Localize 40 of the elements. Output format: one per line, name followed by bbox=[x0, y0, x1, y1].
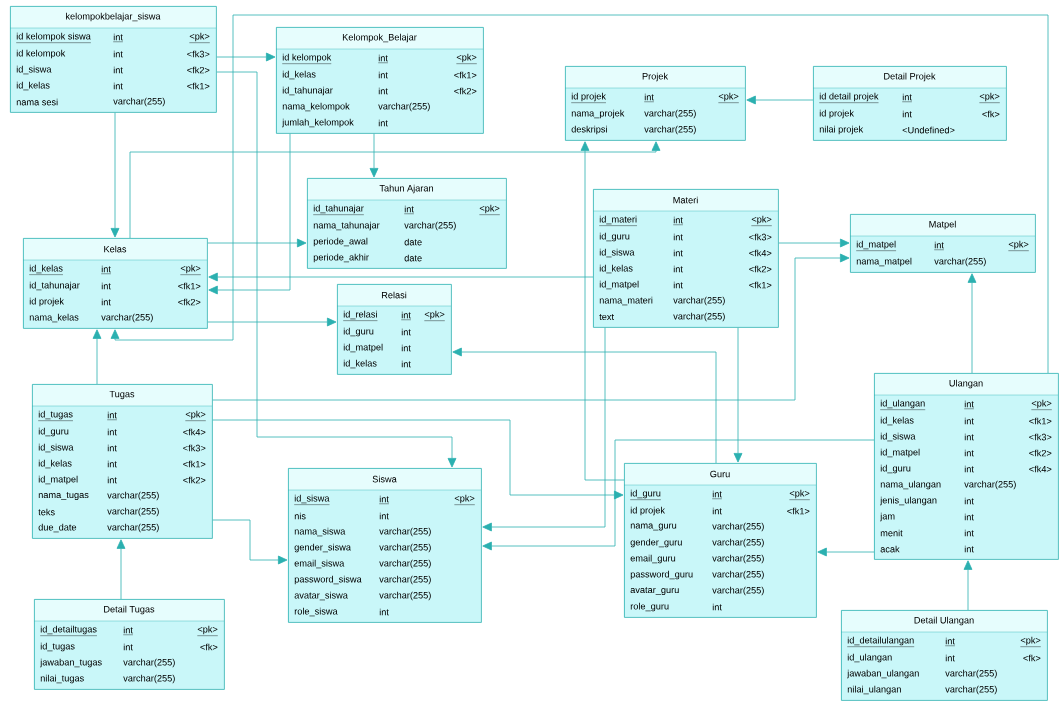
relationship-arrow bbox=[967, 273, 977, 374]
relationship-arrow bbox=[580, 141, 625, 481]
entity-table: Tahun Ajaran id_tahunajar int <pk> nama_tahunajar varchar(255) periode_awal date periode_akhir date bbox=[306, 178, 507, 269]
entity-table: Relasi id_relasi int <pk> id_guru int id_matpel int id_kelas int bbox=[336, 284, 452, 375]
relationship-arrow bbox=[733, 327, 743, 463]
relationship-arrow bbox=[778, 238, 850, 248]
relationship-arrow bbox=[216, 71, 457, 468]
relationship-arrow bbox=[116, 539, 126, 600]
relationship-arrow bbox=[216, 52, 276, 62]
entity-table: Ulangan id_ulangan int <pk> id_kelas int <fk1> id_siswa int <fk3> id_matpel int <fk2> id_guru int <fk4> nama_ulangan varchar(255) jenis_ulangan int jam int menit int acak int bbox=[873, 373, 1059, 560]
relationship-arrow bbox=[212, 253, 850, 401]
entity-table: Detail Projek id detail projek int <pk> id projek int <fk> nilai projek <Undefined> bbox=[812, 66, 1007, 141]
relationship-arrow bbox=[817, 547, 875, 557]
entity-table: Tugas id_tugas int <pk> id_guru int <fk4> id_siswa int <fk3> id_kelas int <fk1> id_matpel int <fk2> nama_tugas varchar(255) teks varchar(255) due_date varchar(255) bbox=[31, 384, 213, 539]
relationship-arrow bbox=[110, 14, 1049, 374]
entity-table: Siswa id_siswa int <pk> nis int nama_siswa varchar(255) gender_siswa varchar(255) email_siswa varchar(255) password_siswa varchar(255) avatar_siswa varchar(255) role_siswa int bbox=[287, 468, 482, 623]
relationship-arrow bbox=[212, 519, 288, 565]
entity-table: Detail Ulangan id_detailulangan int <pk> id_ulangan int <fk> jawaban_ulangan varchar(255) nilai_ulangan varchar(255) bbox=[840, 610, 1048, 701]
entity-table: Guru id_guru int <pk> id projek int <fk1> nama_guru varchar(255) gender_guru varchar(255) email_guru varchar(255) password_guru varchar(255) avatar_guru varchar(255) role_guru int bbox=[623, 463, 817, 618]
entity-table: Matpel id_matpel int <pk> nama_matpel varchar(255) bbox=[849, 214, 1036, 273]
relationship-arrow bbox=[369, 133, 379, 178]
entity-table: Projek id projek int <pk> nama_projek varchar(255) deskripsi varchar(255) bbox=[564, 66, 746, 141]
relationship-arrow bbox=[208, 133, 291, 295]
relationship-arrow bbox=[207, 317, 337, 327]
entity-table: Materi id_materi int <pk> id_guru int <fk3> id_siswa int <fk4> id_kelas int <fk2> id_matpel int <fk1> nama_materi varchar(255) text varchar(255) bbox=[592, 189, 779, 328]
relationship-arrow bbox=[963, 560, 973, 611]
relationship-arrow bbox=[207, 238, 307, 248]
relationship-arrow bbox=[208, 272, 594, 282]
entity-table: kelompokbelajar_siswa id kelompok siswa int <pk> id kelompok int <fk3> id_siswa int <fk2> id_kelas int <fk1> nama sesi varchar(255) bbox=[9, 6, 217, 113]
relationship-arrow bbox=[482, 439, 875, 551]
relationship-arrow bbox=[482, 327, 606, 532]
entity-table: Detail Tugas id_detailtugas int <pk> id_tugas int <fk> jawaban_tugas varchar(255) nilai_tugas varchar(255) bbox=[33, 599, 225, 690]
entity-table: Kelompok_Belajar id kelompok int <pk> id_kelas int <fk1> id_tahunajar int <fk2> nama_kelompok varchar(255) jumlah_kelompok int bbox=[275, 27, 484, 134]
relationship-arrow bbox=[212, 419, 624, 500]
relationship-arrow bbox=[110, 112, 120, 238]
entity-table: Kelas id_kelas int <pk> id_tahunajar int <fk1> id projek int <fk2> nama_kelas varchar(255) bbox=[22, 238, 208, 329]
relationship-arrow bbox=[746, 95, 814, 105]
relationship-arrow bbox=[92, 329, 102, 385]
relationship-arrow bbox=[452, 347, 717, 464]
relationship-arrow bbox=[129, 141, 661, 239]
